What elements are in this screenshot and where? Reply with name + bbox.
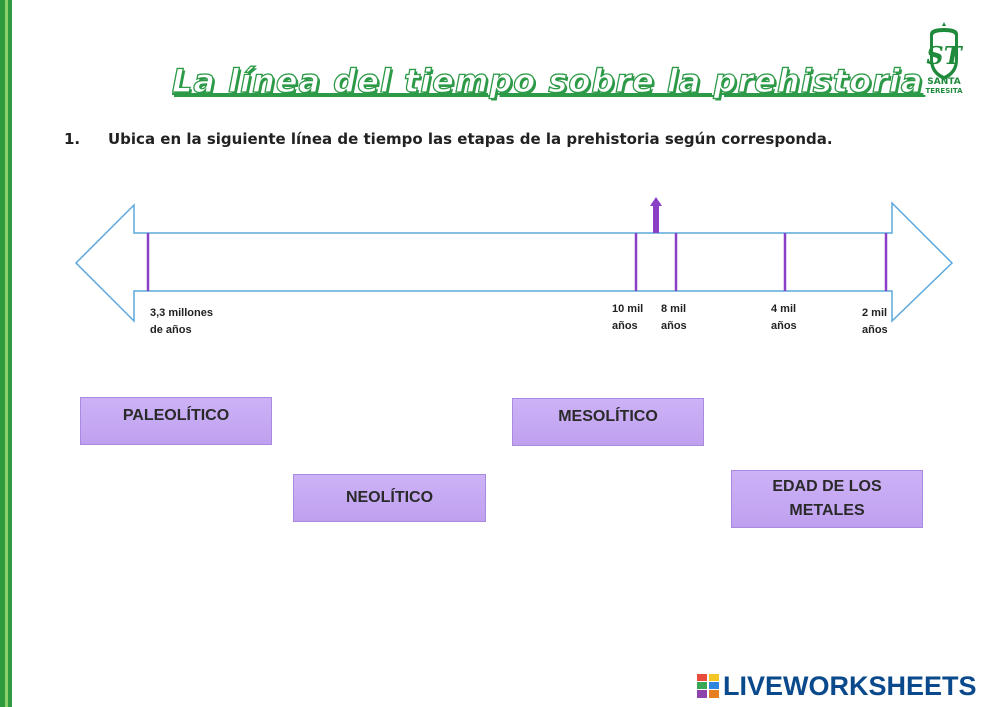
page-title: La línea del tiempo sobre la prehistoria <box>171 61 924 100</box>
footer-brand[interactable]: LIVEWORKSHEETS <box>697 672 977 700</box>
instruction-text: Ubica en la siguiente línea de tiempo la… <box>108 130 833 148</box>
logo-line-2: TERESITA <box>925 87 963 95</box>
logo-line-1: SANTA <box>927 77 961 87</box>
school-logo: ST <box>926 22 964 80</box>
stage-neolitico[interactable]: NEOLÍTICO <box>293 474 486 522</box>
marker-arrow[interactable] <box>650 197 662 233</box>
stage-mesolitico[interactable]: MESOLÍTICO <box>512 398 704 446</box>
timeline-arrow <box>74 197 954 323</box>
instruction: 1. Ubica en la siguiente línea de tiempo … <box>64 130 833 148</box>
left-border-decoration <box>0 0 14 707</box>
svg-text:ST: ST <box>926 41 963 70</box>
stage-paleolitico[interactable]: PALEOLÍTICO <box>80 397 272 445</box>
footer-brand-text: LIVEWORKSHEETS <box>723 671 977 701</box>
instruction-number: 1. <box>64 130 81 148</box>
liveworksheets-icon <box>697 674 719 698</box>
timeline <box>70 195 960 335</box>
stage-edad-de-los-metales[interactable]: EDAD DE LOS METALES <box>731 470 923 528</box>
logo-text: SANTA TERESITA <box>916 78 972 96</box>
